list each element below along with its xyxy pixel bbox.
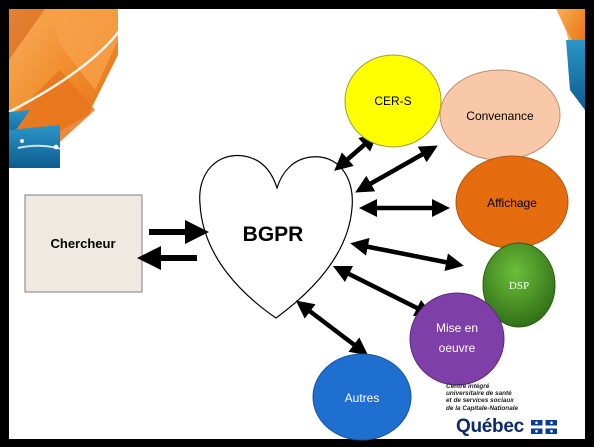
top-right-decoration [556, 9, 585, 110]
cer-s-label: CER-S [374, 94, 411, 108]
mise-en-oeuvre-label-line2: oeuvre [439, 341, 476, 355]
affichage-label: Affichage [487, 196, 537, 210]
arrow-mise-en-oeuvre [332, 265, 434, 317]
logo-line-2: universitaire de santé [446, 390, 512, 398]
logo-line-4: de la Capitale-Nationale [446, 404, 519, 412]
chercheur-label: Chercheur [50, 236, 115, 251]
top-left-decoration [8, 9, 121, 168]
convenance-label: Convenance [466, 109, 534, 123]
node-autres [312, 353, 412, 441]
node-mise-en-oeuvre [409, 292, 505, 386]
quebec-wordmark: Québec [456, 416, 524, 437]
ciusss-logo: Centre intégré universitaire de santé et… [446, 383, 566, 441]
dsp-label: DSP [509, 280, 529, 292]
arrow-dsp [350, 237, 464, 272]
logo-line-1: Centre intégré [446, 383, 490, 390]
bgpr-label: BGPR [243, 223, 304, 246]
logo-line-3: et de services sociaux [446, 397, 514, 405]
node-cer-s [344, 54, 442, 148]
arrow-autres [295, 300, 369, 356]
arrow-convenance [355, 145, 438, 193]
mise-en-oeuvre-label-line1: Mise en [436, 321, 478, 335]
chercheur-box [24, 194, 143, 293]
autres-label: Autres [345, 391, 380, 405]
node-dsp [482, 242, 556, 328]
quebec-flag-icon [531, 420, 557, 434]
